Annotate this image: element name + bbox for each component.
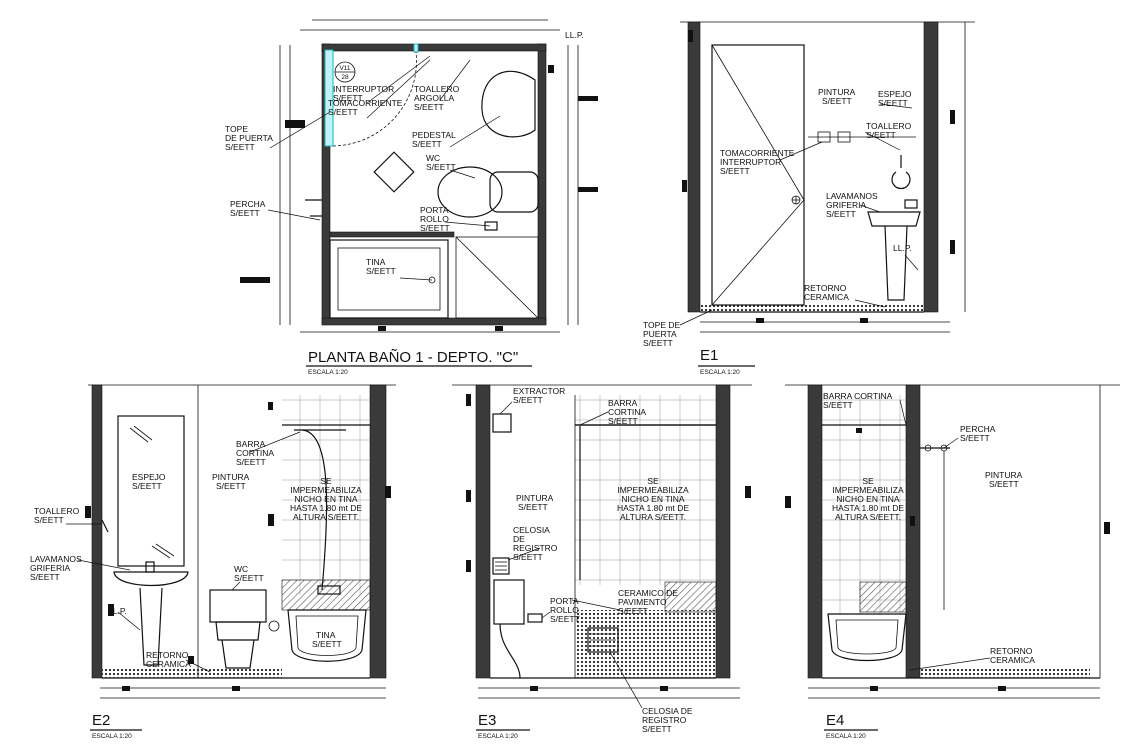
e2-title: E2 (92, 712, 110, 729)
e1-scale: ESCALA 1:20 (700, 369, 740, 376)
e3-title: E3 (478, 712, 496, 729)
plan-title: PLANTA BAÑO 1 - DEPTO. "C" (308, 349, 518, 366)
e1-llp: LL.P. (893, 243, 912, 253)
plan-tag-bottom: 28 (341, 74, 349, 81)
e1-title: E1 (700, 347, 718, 364)
e2-llp: LL.P. (108, 606, 127, 616)
e2-scale: ESCALA 1:20 (92, 733, 132, 740)
plan-tag-top: V11 (339, 65, 350, 72)
plan-view: V11 28 (225, 19, 598, 376)
plan-llp: LL.P. (565, 30, 584, 40)
e4-title: E4 (826, 712, 844, 729)
plan-scale: ESCALA 1:20 (308, 369, 348, 376)
e3-scale: ESCALA 1:20 (478, 733, 518, 740)
e4-scale: ESCALA 1:20 (826, 733, 866, 740)
